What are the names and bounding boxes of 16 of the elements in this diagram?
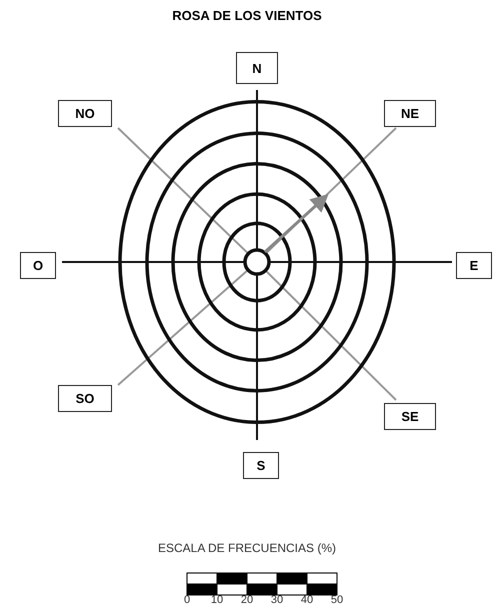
direction-label: SE <box>384 403 436 430</box>
scale-number: 50 <box>330 594 344 607</box>
direction-label: O <box>20 252 56 279</box>
direction-label: NO <box>58 100 112 127</box>
direction-label: SO <box>58 385 112 412</box>
scale-number: 10 <box>210 594 224 607</box>
direction-label: NE <box>384 100 436 127</box>
scale-number: 40 <box>300 594 314 607</box>
scale-number: 0 <box>182 594 192 607</box>
direction-label: E <box>456 252 492 279</box>
scale-title: ESCALA DE FRECUENCIAS (%) <box>156 541 338 555</box>
scale-number: 30 <box>270 594 284 607</box>
direction-label: N <box>236 52 278 84</box>
scale-number: 20 <box>240 594 254 607</box>
diagram-title: ROSA DE LOS VIENTOS <box>171 8 323 23</box>
direction-label: S <box>243 452 279 479</box>
